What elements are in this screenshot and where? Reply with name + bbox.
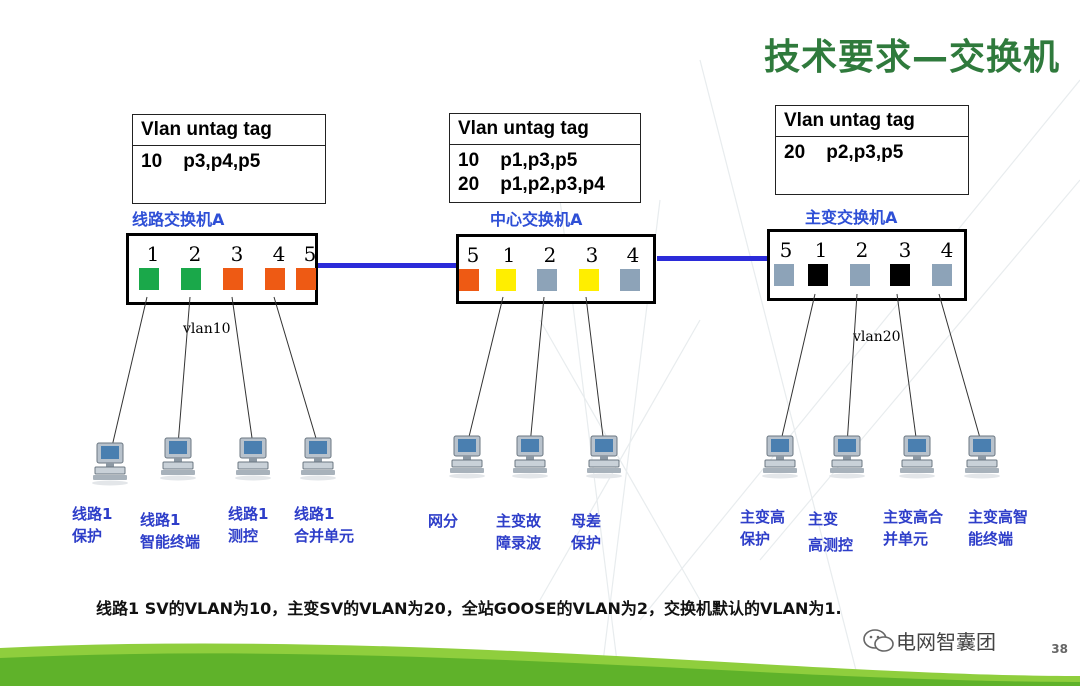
port: [537, 269, 557, 291]
footer-note: 线路1 SV的VLAN为10，主变SV的VLAN为20，全站GOOSE的VLAN…: [96, 599, 842, 618]
switch-center-a: 5 1 2 3 4: [456, 234, 656, 304]
vlan-table-row: 20 p2,p3,p5: [784, 142, 904, 163]
device-label: 主变高测控: [808, 510, 854, 554]
vlan-table-center-switch: Vlan untag tag 10 p1,p3,p5 20 p1,p2,p3,p…: [449, 113, 641, 203]
port: [774, 264, 794, 286]
watermark: 电网智囊团: [862, 626, 996, 655]
connection-line: [585, 296, 605, 446]
port-number: 1: [146, 242, 160, 266]
port: [579, 269, 599, 291]
computer-icon: [963, 435, 1001, 479]
vlan-note: vlan20: [853, 329, 901, 345]
computer-icon: [234, 437, 272, 481]
port-number: 5: [466, 243, 480, 267]
connection-line: [846, 293, 858, 446]
device-label: 主变高保护: [740, 508, 786, 548]
vlan-note: vlan10: [183, 321, 231, 337]
port-number: 5: [303, 242, 317, 266]
connection-line: [177, 296, 191, 446]
port-number: 3: [230, 242, 244, 266]
port-number: 4: [940, 238, 954, 262]
vlan-table-header: Vlan untag tag: [776, 106, 968, 137]
computer-icon: [585, 435, 623, 479]
vlan-table-row: 10 p1,p3,p5: [458, 150, 578, 171]
port-number: 2: [188, 242, 202, 266]
connection-line: [938, 293, 983, 446]
port-number: 4: [272, 242, 286, 266]
port: [932, 264, 952, 286]
port: [496, 269, 516, 291]
connection-line: [896, 293, 918, 446]
port-number: 3: [585, 243, 599, 267]
port: [808, 264, 828, 286]
connection-line: [231, 296, 254, 446]
switch-label: 线路交换机A: [132, 210, 225, 229]
port-number: 5: [779, 238, 793, 262]
switch-label: 主变交换机A: [805, 208, 898, 227]
trunk-link: [317, 263, 459, 268]
device-label: 母差保护: [571, 512, 602, 552]
port: [265, 268, 285, 290]
computer-icon: [511, 435, 549, 479]
vlan-table-transformer-switch: Vlan untag tag 20 p2,p3,p5: [775, 105, 969, 195]
computer-icon: [299, 437, 337, 481]
computer-icon: [828, 435, 866, 479]
computer-icon: [159, 437, 197, 481]
port-number: 2: [543, 243, 557, 267]
vlan-table-row: 20 p1,p2,p3,p4: [458, 174, 605, 195]
switch-label: 中心交换机A: [490, 210, 583, 229]
device-label: 主变高合并单元: [883, 508, 944, 548]
computer-icon: [448, 435, 486, 479]
port: [890, 264, 910, 286]
computer-icon: [761, 435, 799, 479]
wechat-icon: [863, 628, 894, 652]
vlan-table-line-switch: Vlan untag tag 10 p3,p4,p5: [132, 114, 326, 204]
switch-transformer-a: 5 1 2 3 4: [767, 229, 967, 301]
port: [139, 268, 159, 290]
vlan-table-header: Vlan untag tag: [133, 115, 325, 146]
device-label: 主变高智能终端: [968, 508, 1029, 548]
page-number: 38: [1051, 642, 1068, 656]
port: [459, 269, 479, 291]
port: [223, 268, 243, 290]
port-number: 1: [502, 243, 516, 267]
vlan-table-row: 10 p3,p4,p5: [141, 151, 261, 172]
port: [181, 268, 201, 290]
connection-line: [779, 293, 816, 446]
port: [620, 269, 640, 291]
watermark-text: 电网智囊团: [896, 630, 996, 654]
trunk-link: [657, 256, 770, 261]
port-number: 1: [814, 238, 828, 262]
port-number: 4: [626, 243, 640, 267]
connection-line: [273, 296, 319, 446]
computer-icon: [91, 442, 129, 486]
port: [850, 264, 870, 286]
connection-line: [109, 296, 148, 456]
connection-line: [529, 296, 545, 446]
port-number: 2: [855, 238, 869, 262]
device-label: 主变故障录波: [496, 512, 542, 552]
page-title: 技术要求—交换机: [763, 37, 1060, 78]
device-label: 网分: [428, 512, 459, 530]
port-number: 3: [898, 238, 912, 262]
vlan-table-header: Vlan untag tag: [450, 114, 640, 145]
connection-line: [466, 296, 504, 446]
switch-line-a: 1 2 3 4 5: [126, 233, 318, 305]
port: [296, 268, 316, 290]
computer-icon: [898, 435, 936, 479]
